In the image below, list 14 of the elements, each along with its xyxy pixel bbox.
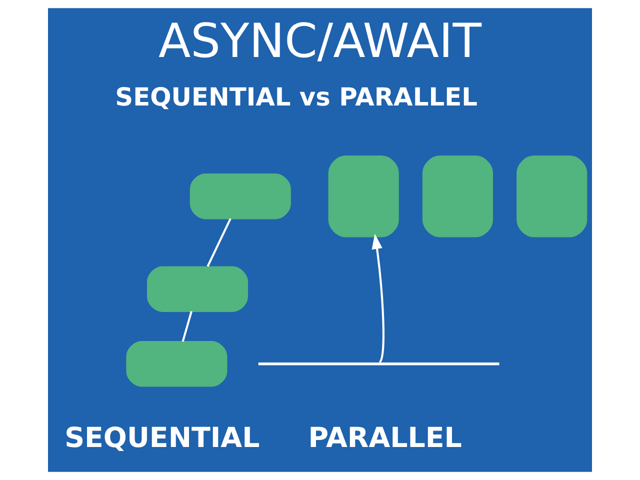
label: SEQUENTIAL xyxy=(64,420,260,454)
node-bar xyxy=(258,362,500,366)
arrow xyxy=(372,234,384,363)
connector xyxy=(182,311,192,342)
node-box xyxy=(328,156,399,238)
diagram-title: ASYNC/AWAIT xyxy=(158,14,482,69)
node-box xyxy=(146,266,248,312)
node-box xyxy=(126,341,228,387)
label: PARALLEL xyxy=(308,420,462,454)
connector xyxy=(206,218,232,267)
label: SEQUENTIAL vs PARALLEL xyxy=(115,82,478,112)
node-box xyxy=(516,156,588,238)
node-box xyxy=(422,156,494,238)
node-box xyxy=(190,174,291,220)
